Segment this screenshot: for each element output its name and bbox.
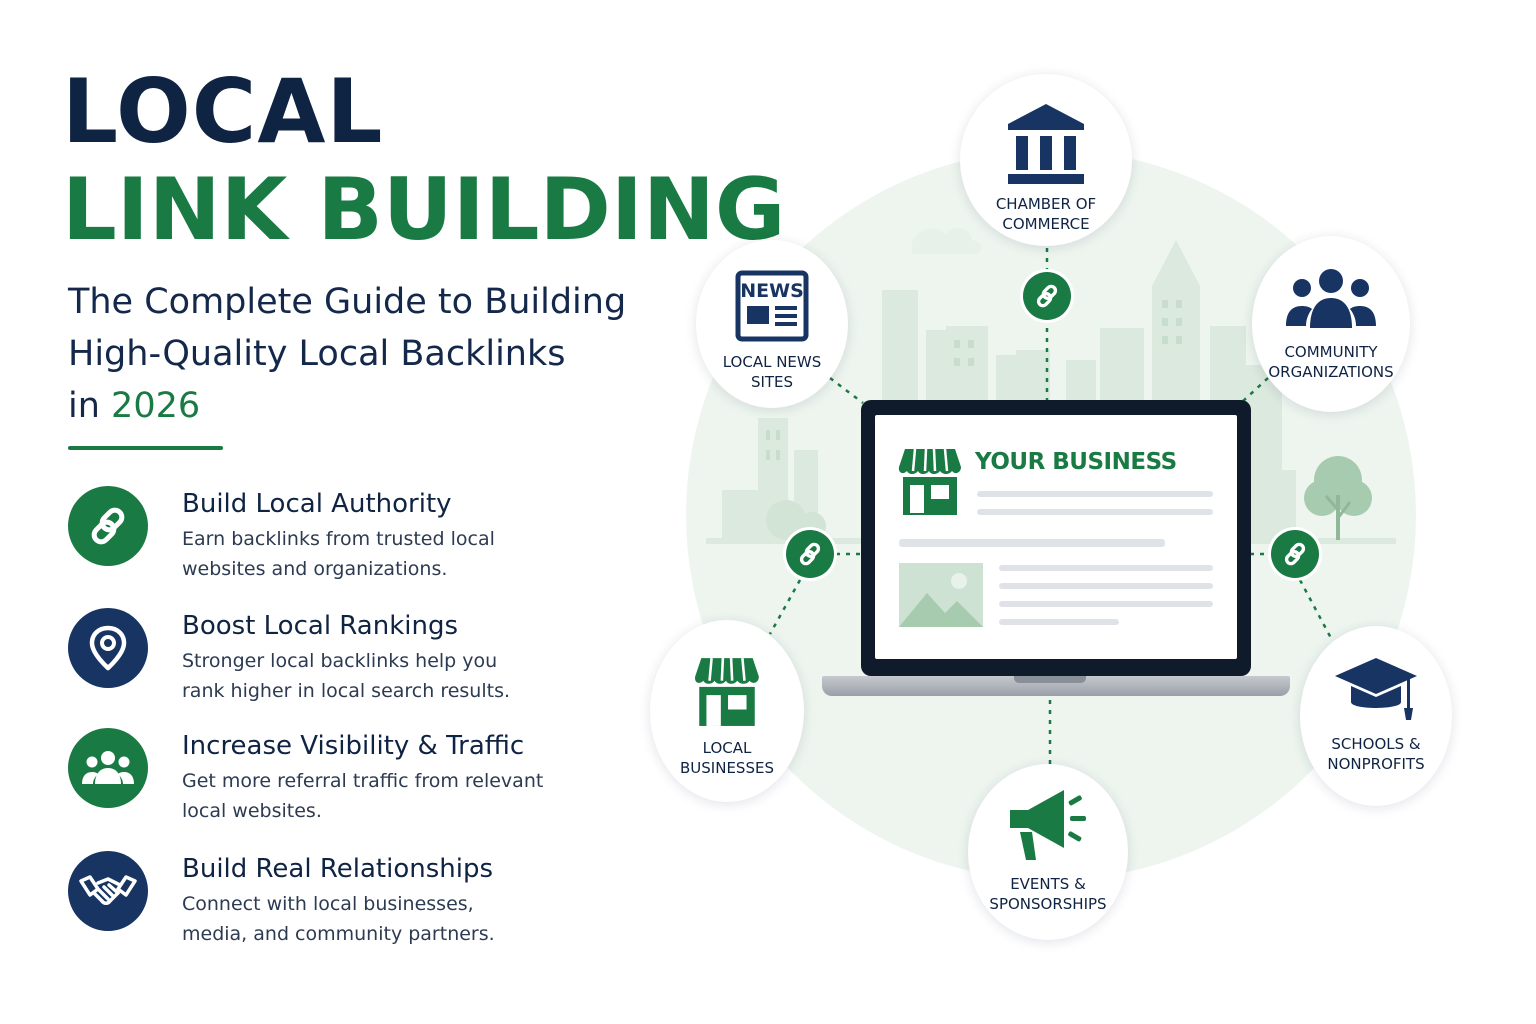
benefit-description: Stronger local backlinks help you rank h… xyxy=(182,646,562,706)
image-placeholder-icon xyxy=(899,563,983,627)
text-placeholder-line xyxy=(999,619,1119,625)
node-label: LOCAL NEWS SITES xyxy=(722,353,822,391)
chain-link-icon xyxy=(68,486,148,566)
subtitle-divider xyxy=(68,446,223,450)
subtitle: The Complete Guide to Building High-Qual… xyxy=(68,276,668,432)
subtitle-line-3: in 2026 xyxy=(68,380,668,432)
storefront-icon xyxy=(691,654,763,728)
benefit-title: Increase Visibility & Traffic xyxy=(182,731,525,761)
node-community-organizations: COMMUNITY ORGANIZATIONS xyxy=(1252,236,1410,412)
subtitle-line-1: The Complete Guide to Building xyxy=(68,282,627,322)
handshake-icon xyxy=(68,851,148,931)
news-icon-text: NEWS xyxy=(740,280,804,302)
subtitle-line-2: High-Quality Local Backlinks xyxy=(68,334,566,374)
benefit-desc-line: Connect with local businesses, xyxy=(182,893,474,915)
title-line-2: LINK BUILDING xyxy=(62,160,786,260)
graduation-cap-icon xyxy=(1333,656,1419,722)
text-placeholder-line xyxy=(899,539,1165,547)
megaphone-icon xyxy=(1006,784,1090,864)
chain-link-icon xyxy=(786,530,834,578)
node-events-sponsorships: EVENTS & SPONSORSHIPS xyxy=(968,764,1128,940)
bank-building-icon xyxy=(1004,102,1088,186)
laptop-screen: YOUR BUSINESS xyxy=(861,400,1251,676)
node-label: SCHOOLS & NONPROFITS xyxy=(1327,735,1425,773)
benefit-desc-line: rank higher in local search results. xyxy=(182,680,511,702)
benefit-description: Get more referral traffic from relevant … xyxy=(182,766,562,826)
text-placeholder-line xyxy=(999,565,1213,571)
benefit-desc-line: Earn backlinks from trusted local xyxy=(182,528,495,550)
text-placeholder-line xyxy=(999,583,1213,589)
benefit-increase-visibility: Increase Visibility & Traffic Get more r… xyxy=(68,728,628,828)
benefit-description: Connect with local businesses, media, an… xyxy=(182,889,562,949)
benefit-title: Boost Local Rankings xyxy=(182,611,459,641)
benefit-boost-rankings: Boost Local Rankings Stronger local back… xyxy=(68,608,628,708)
people-group-icon xyxy=(1286,268,1376,330)
text-placeholder-line xyxy=(999,601,1213,607)
laptop-notch xyxy=(1014,676,1086,683)
storefront-icon xyxy=(898,448,961,515)
people-group-icon xyxy=(68,728,148,808)
node-chamber-of-commerce: CHAMBER OF COMMERCE xyxy=(960,74,1132,246)
benefit-desc-line: Stronger local backlinks help you xyxy=(182,650,498,672)
benefit-desc-line: local websites. xyxy=(182,800,322,822)
chain-link-icon xyxy=(1023,272,1071,320)
subtitle-prefix: in xyxy=(68,386,112,426)
node-label: CHAMBER OF COMMERCE xyxy=(995,195,1097,233)
map-pin-icon xyxy=(68,608,148,688)
node-local-news-sites: NEWS LOCAL NEWS SITES xyxy=(696,240,848,408)
chain-link-icon xyxy=(1271,530,1319,578)
text-placeholder-line xyxy=(977,509,1213,515)
title-line-1: LOCAL xyxy=(62,60,384,163)
benefit-description: Earn backlinks from trusted local websit… xyxy=(182,524,562,584)
node-label: LOCAL BUSINESSES xyxy=(680,739,774,777)
node-label: COMMUNITY ORGANIZATIONS xyxy=(1268,343,1394,381)
your-business-website: YOUR BUSINESS xyxy=(875,415,1237,659)
benefit-build-relationships: Build Real Relationships Connect with lo… xyxy=(68,851,628,951)
laptop-base xyxy=(822,676,1290,696)
benefit-desc-line: websites and organizations. xyxy=(182,558,448,580)
subtitle-year: 2026 xyxy=(111,386,201,426)
node-label: EVENTS & SPONSORSHIPS xyxy=(989,875,1107,913)
newspaper-icon: NEWS xyxy=(735,270,809,342)
benefit-title: Build Real Relationships xyxy=(182,854,493,884)
benefit-desc-line: media, and community partners. xyxy=(182,923,495,945)
node-schools-nonprofits: SCHOOLS & NONPROFITS xyxy=(1300,626,1452,806)
benefit-desc-line: Get more referral traffic from relevant xyxy=(182,770,544,792)
benefit-title: Build Local Authority xyxy=(182,489,452,519)
benefit-build-authority: Build Local Authority Earn backlinks fro… xyxy=(68,486,628,586)
node-local-businesses: LOCAL BUSINESSES xyxy=(650,620,804,802)
text-placeholder-line xyxy=(977,491,1213,497)
your-business-title: YOUR BUSINESS xyxy=(975,449,1177,475)
